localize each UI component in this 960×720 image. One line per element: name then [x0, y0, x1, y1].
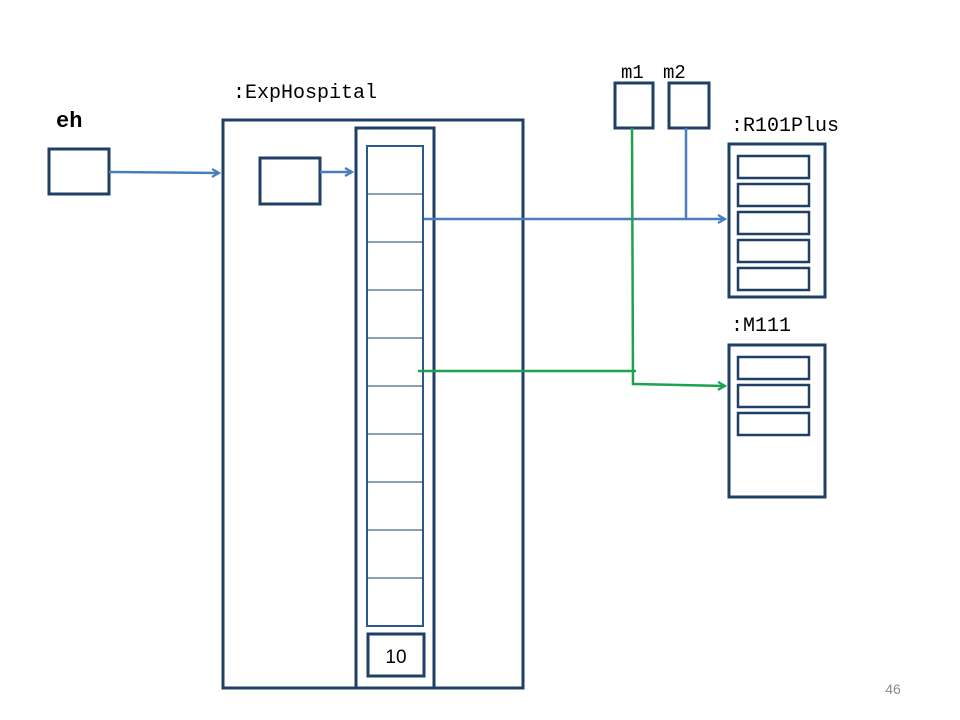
array-length-box: [366, 632, 426, 678]
r101plus-field: [736, 210, 811, 236]
t-variable-box: [258, 156, 322, 206]
array-cell-dividers: [367, 193, 423, 579]
m111-label: :M111: [731, 315, 791, 338]
m1-to-m111-arrow: [630, 127, 725, 386]
r101plus-field: [736, 154, 811, 180]
m1-variable-box: [613, 81, 655, 130]
r101plus-label: :R101Plus: [731, 115, 839, 138]
r101plus-field: [736, 266, 811, 292]
r101plus-field: [736, 182, 811, 208]
m111-field: [736, 383, 811, 409]
array-length-value: 10: [385, 647, 406, 668]
slide-number: 46: [885, 681, 901, 697]
eh-label: eh: [56, 109, 82, 134]
m111-field: [736, 355, 811, 381]
eh-variable-box: [47, 147, 111, 196]
eh-reference-arrow: [108, 172, 219, 173]
r101plus-field: [736, 238, 811, 264]
m2-variable-box: [667, 81, 711, 130]
exp-hospital-label: :ExpHospital: [233, 82, 377, 105]
m1-label: m1: [621, 62, 644, 84]
m2-label: m2: [663, 62, 686, 84]
m111-field: [736, 411, 811, 437]
